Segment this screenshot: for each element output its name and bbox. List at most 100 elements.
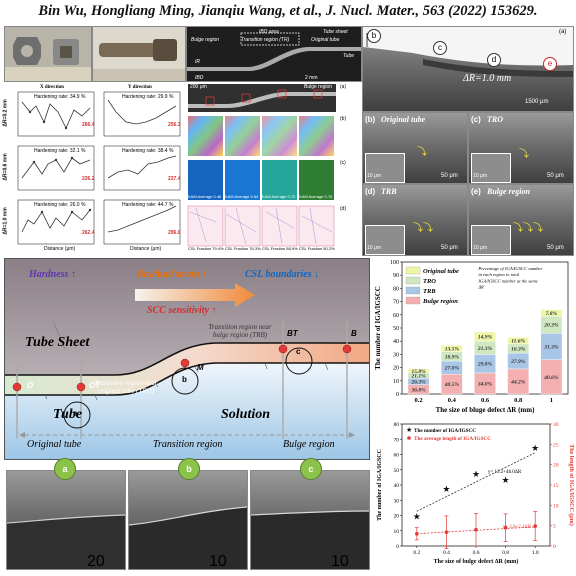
bar-value-label: 26.3% xyxy=(410,379,426,385)
scatter-ytick-right-label: 30 xyxy=(553,422,559,428)
sem-sub-c-inset-scale: 10 μm xyxy=(473,173,487,179)
bar-ytick-label: 80 xyxy=(393,286,399,292)
tube-sheet-label: Tube sheet xyxy=(323,29,348,35)
sem-main-scale: 1500 μm xyxy=(525,99,549,105)
bar-ylabel: The number of IGA/IGSCC xyxy=(374,286,382,370)
csl-label-1: CSL Fraction 79.4% xyxy=(188,246,224,251)
sem-sub-d: TRB (d) 10 μm 50 μm ⤵⤵ xyxy=(362,184,468,256)
point-ot-label: OT xyxy=(89,381,101,390)
distance-label: Distance (μm) xyxy=(44,246,76,252)
distance-label-2: Distance (μm) xyxy=(130,246,162,252)
hardening-rate-f: Hardening rate: 44.7 % xyxy=(122,202,174,208)
sem-main-overview: b c d e ΔR=1.0 mm 1500 μm (a) xyxy=(362,26,574,112)
residual-strain-label: Residual strain ↑ xyxy=(137,269,208,280)
bottom-sem-b-svg xyxy=(129,506,247,569)
cross-section-svg: IR IBD 2 mm xyxy=(187,32,361,81)
sem-sub-c-letter: (c) xyxy=(471,115,481,124)
bar-value-label: 34.0% xyxy=(477,381,493,387)
scatter-ytick-right-label: 25 xyxy=(553,442,559,448)
bar-segment xyxy=(540,309,563,317)
bar-legend-swatch xyxy=(405,266,421,275)
scatter-ytick-right-label: 15 xyxy=(553,483,559,489)
hardening-rate-b: Hardening rate: 29.9 % xyxy=(122,94,174,100)
csl-label-3: CSL Fraction 58.9% xyxy=(262,246,298,251)
bar-segment xyxy=(474,331,496,342)
bar-value-label: 40.5% xyxy=(444,382,460,388)
ebsd-bulge-label: Bulge region xyxy=(304,84,333,90)
scatter-ytick-right-label: 0 xyxy=(553,544,556,550)
bar-annotation: Percentage of IGA/IGSCC number xyxy=(477,266,542,271)
scatter-xtick-label: 1.0 xyxy=(532,550,539,556)
count-fit-label: y= 13.2+48.0ΔR xyxy=(488,470,522,475)
region-original-label: Original tube xyxy=(27,439,82,450)
ebsd-maps-svg xyxy=(187,84,336,247)
sem-sub-b: Original tube (b) 10 μm 50 μm ⤵ xyxy=(362,112,468,184)
point-bt-label: BT xyxy=(287,329,298,338)
length-point xyxy=(503,525,508,530)
ylabel-a: ΔR=0.2 mm xyxy=(2,99,9,127)
bottom-sem-a: 20 μm xyxy=(6,470,126,570)
y-direction-header: Y direction xyxy=(128,85,152,90)
bar-annotation: ΔR xyxy=(477,285,484,290)
scc-schematic: Hardness ↑ Residual strain ↑ CSL boundar… xyxy=(4,258,370,460)
length-point xyxy=(533,524,537,528)
scatter-xtick-label: 0.8 xyxy=(502,550,509,556)
bar-value-label: 21.3% xyxy=(477,346,493,352)
ibd-label: IBD xyxy=(195,75,204,81)
sem-circle-e: e xyxy=(543,57,557,71)
tube-title: Tube xyxy=(53,407,83,422)
bar-value-label: 36.8% xyxy=(410,387,426,393)
ebsd-maps: (a) (b) (c) (d) Bulge region 200 μm KAM … xyxy=(186,82,360,254)
sem-sub-b-arrow-icon: ⤵ xyxy=(417,147,427,158)
bar-value-label: 7.8% xyxy=(546,311,558,317)
bottom-sem-a-scale: 20 μm xyxy=(87,553,105,570)
bar-ytick-label: 10 xyxy=(393,379,399,385)
scatter-ytick-right-label: 20 xyxy=(553,463,559,469)
figure-citation-title: Bin Wu, Hongliang Ming, Jianqiu Wang, et… xyxy=(38,3,538,19)
sem-sub-e-inset xyxy=(471,225,511,255)
bar-ytick-label: 30 xyxy=(393,352,399,358)
sem-sub-e-inset-scale: 10 μm xyxy=(473,245,487,251)
bar-value-label: 21.1% xyxy=(410,374,426,380)
val-c: 226.2 xyxy=(82,176,95,182)
circle-a-label: a xyxy=(73,409,78,418)
sem-sub-d-arrow-icon: ⤵⤵ xyxy=(413,223,433,234)
stacked-bar-chart-svg: 010203040506070809010036.8%26.3%21.1%15.… xyxy=(374,260,569,414)
sem-sub-b-letter: (b) xyxy=(365,115,376,124)
sem-sub-d-title: TRB xyxy=(381,187,397,196)
bar-segment xyxy=(407,368,430,374)
bar-legend-label: Bulge region xyxy=(422,298,458,305)
bar-category-label: 0.2 xyxy=(415,397,423,404)
bar-ytick-label: 40 xyxy=(393,339,399,345)
bar-value-label: 16.3% xyxy=(511,346,526,352)
bar-value-label: 29.8% xyxy=(477,362,493,368)
csl-label: CSL boundaries ↓ xyxy=(245,269,320,280)
sem-sub-c-scale: 50 μm xyxy=(547,173,564,179)
csl-labels-row: CSL Fraction 79.4% CSL Fraction 76.3% CS… xyxy=(188,246,336,251)
length-fit-label: y= 2.6+2.1ΔR xyxy=(503,525,532,530)
hardening-rate-c: Hardening rate: 32.1 % xyxy=(34,148,86,154)
scatter-ytick-right-label: 5 xyxy=(553,524,556,530)
sem-sub-c-title: TRO xyxy=(487,115,503,124)
csl-label-2: CSL Fraction 76.3% xyxy=(225,246,261,251)
specimen-photo-left-svg xyxy=(5,37,91,81)
bar-xlabel: The size of bluge defect ΔR (mm) xyxy=(436,406,536,414)
photo-scale-label: 2 mm xyxy=(305,75,318,81)
length-point xyxy=(474,527,478,532)
bar-legend-swatch xyxy=(405,296,421,305)
bar-value-label: 11.6% xyxy=(511,339,525,345)
bar-ytick-label: 60 xyxy=(393,313,399,319)
sem-sub-c-inset xyxy=(471,153,511,183)
bar-value-label: 18.9% xyxy=(445,354,460,360)
kam-label-4: KAM Average 0.75 xyxy=(299,194,333,199)
length-point xyxy=(444,530,449,534)
badge-b: b xyxy=(178,458,200,480)
sem-sub-e-scale: 50 μm xyxy=(547,245,564,251)
bar-ytick-label: 90 xyxy=(393,273,399,279)
circle-b-label: b xyxy=(182,375,187,384)
sem-delta-r-label: ΔR=1.0 mm xyxy=(463,73,512,84)
bar-category-label: 0.6 xyxy=(481,397,490,404)
region-transition-label: Transition region xyxy=(153,439,223,450)
hardening-rate-d: Hardening rate: 38.4 % xyxy=(122,148,174,154)
ebsd-scale: 200 μm xyxy=(190,84,207,90)
